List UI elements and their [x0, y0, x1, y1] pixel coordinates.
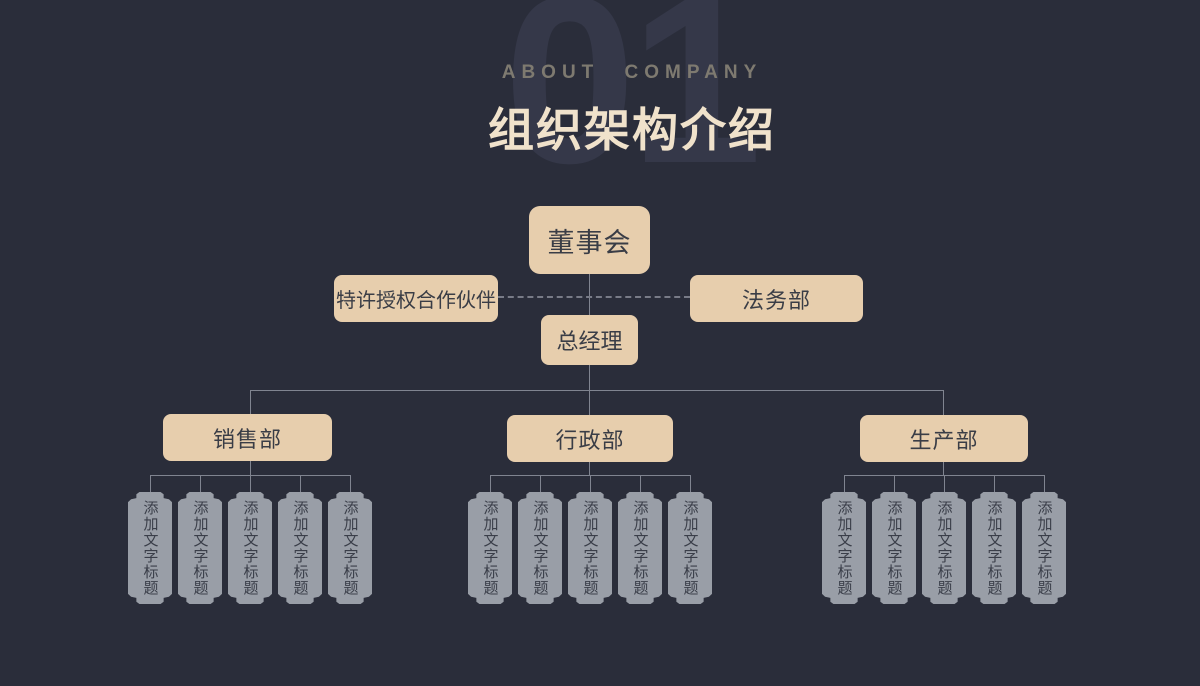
- org-node-legal-dept: 法务部: [690, 275, 863, 322]
- connector-scroll-drop: [640, 475, 641, 493]
- org-leaf-label: 添加文字标题: [985, 500, 1003, 596]
- org-node-production-dept: 生产部: [860, 415, 1028, 462]
- connector-drop-dept1: [250, 390, 251, 415]
- org-leaf-plaque: 添加文字标题: [518, 492, 562, 604]
- org-leaf-plaque: 添加文字标题: [1022, 492, 1066, 604]
- org-leaf-plaque: 添加文字标题: [228, 492, 272, 604]
- section-subtitle: ABOUT COMPANY: [501, 62, 763, 83]
- connector-manager-down: [589, 365, 590, 390]
- org-leaf-label: 添加文字标题: [581, 500, 599, 596]
- connector-scroll-drop: [1044, 475, 1045, 493]
- org-leaf-plaque: 添加文字标题: [668, 492, 712, 604]
- org-leaf-label: 添加文字标题: [481, 500, 499, 596]
- org-node-admin-dept: 行政部: [507, 415, 673, 462]
- connector-scroll-drop: [540, 475, 541, 493]
- connector-scroll-drop: [590, 475, 591, 493]
- org-leaf-plaque: 添加文字标题: [872, 492, 916, 604]
- org-node-franchise-partners: 特许授权合作伙伴: [334, 275, 498, 322]
- connector-scroll-drop: [200, 475, 201, 493]
- org-leaf-label: 添加文字标题: [681, 500, 699, 596]
- org-leaf-label: 添加文字标题: [241, 500, 259, 596]
- connector-scroll-drop: [844, 475, 845, 493]
- page-title: 组织架构介绍: [488, 104, 776, 156]
- org-leaf-label: 添加文字标题: [191, 500, 209, 596]
- connector-dashed-partners-legal: [498, 296, 690, 298]
- connector-dept2-down: [589, 462, 590, 475]
- org-leaf-plaque: 添加文字标题: [328, 492, 372, 604]
- connector-scroll-drop: [944, 475, 945, 493]
- org-leaf-plaque: 添加文字标题: [178, 492, 222, 604]
- org-leaf-plaque: 添加文字标题: [568, 492, 612, 604]
- connector-dept3-down: [943, 462, 944, 475]
- connector-scroll-drop: [150, 475, 151, 493]
- org-leaf-plaque: 添加文字标题: [468, 492, 512, 604]
- connector-scroll-drop: [490, 475, 491, 493]
- org-leaf-label: 添加文字标题: [835, 500, 853, 596]
- connector-dept1-down: [250, 461, 251, 475]
- connector-drop-dept3: [943, 390, 944, 415]
- org-leaf-label: 添加文字标题: [291, 500, 309, 596]
- org-node-general-manager: 总经理: [541, 315, 638, 365]
- connector-drop-dept2: [589, 390, 590, 415]
- org-leaf-plaque: 添加文字标题: [618, 492, 662, 604]
- org-leaf-label: 添加文字标题: [1035, 500, 1053, 596]
- org-node-board: 董事会: [529, 206, 650, 274]
- connector-scroll-drop: [250, 475, 251, 493]
- org-leaf-label: 添加文字标题: [531, 500, 549, 596]
- connector-scroll-drop: [350, 475, 351, 493]
- org-leaf-label: 添加文字标题: [935, 500, 953, 596]
- org-leaf-plaque: 添加文字标题: [972, 492, 1016, 604]
- org-leaf-plaque: 添加文字标题: [822, 492, 866, 604]
- org-node-sales-dept: 销售部: [163, 414, 332, 461]
- connector-scroll-drop: [690, 475, 691, 493]
- org-leaf-label: 添加文字标题: [141, 500, 159, 596]
- org-leaf-label: 添加文字标题: [631, 500, 649, 596]
- org-leaf-label: 添加文字标题: [885, 500, 903, 596]
- section-number-watermark: 01: [503, 0, 763, 213]
- org-leaf-label: 添加文字标题: [341, 500, 359, 596]
- org-leaf-plaque: 添加文字标题: [922, 492, 966, 604]
- org-leaf-plaque: 添加文字标题: [278, 492, 322, 604]
- connector-scroll-drop: [300, 475, 301, 493]
- connector-root-to-manager: [589, 274, 590, 315]
- connector-scroll-drop: [994, 475, 995, 493]
- connector-scroll-drop: [894, 475, 895, 493]
- org-leaf-plaque: 添加文字标题: [128, 492, 172, 604]
- connector-main-horizontal: [250, 390, 944, 391]
